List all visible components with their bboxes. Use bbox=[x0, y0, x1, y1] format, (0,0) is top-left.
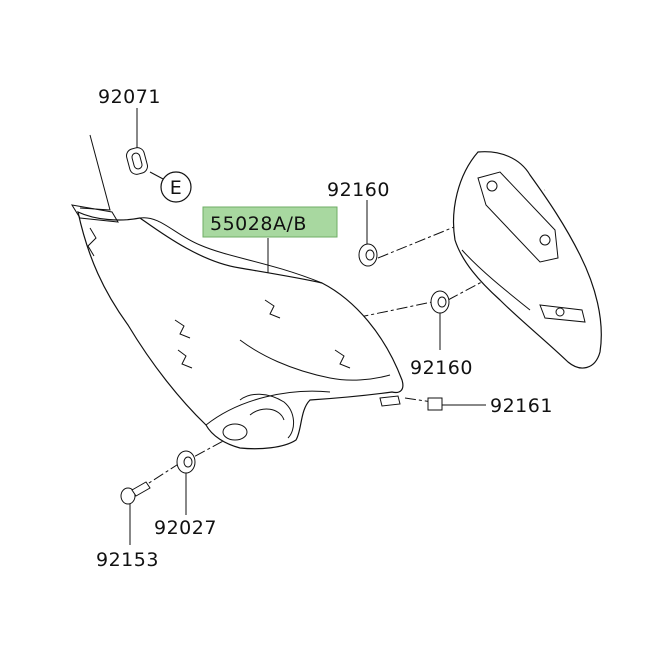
label-55028ab: 55028A/B bbox=[210, 213, 307, 235]
cowl-clip-right bbox=[334, 349, 351, 369]
callouts: 92071 E 55028A/B 92160 92160 92161 92027… bbox=[96, 86, 553, 571]
bracket-hole-2 bbox=[539, 234, 551, 246]
cowl-clip-mid-2 bbox=[177, 349, 193, 369]
label-e-ref: E bbox=[170, 177, 183, 199]
bracket-slot-tab bbox=[539, 304, 586, 323]
bracket-plate bbox=[477, 171, 559, 263]
cowl-inner-panel bbox=[239, 339, 391, 381]
bracket-hole-1 bbox=[486, 180, 498, 192]
cowl-lower-edge bbox=[205, 390, 331, 426]
screw-92153 bbox=[120, 481, 151, 505]
bracket-lower-edge bbox=[461, 249, 531, 311]
grommet-92071 bbox=[126, 147, 148, 175]
cowl-grommet-hole bbox=[222, 423, 248, 441]
cowl-clip-left bbox=[87, 227, 97, 257]
leader-lines bbox=[79, 108, 486, 545]
washer-92160-bottom bbox=[430, 290, 450, 314]
leader-e-ref bbox=[149, 171, 166, 181]
cowl-tab bbox=[379, 395, 401, 407]
washer-92027 bbox=[176, 450, 196, 474]
label-92153: 92153 bbox=[96, 549, 159, 571]
cowl-top-edge bbox=[139, 217, 323, 284]
label-92160-top: 92160 bbox=[327, 179, 390, 201]
align-line-cowl-92160 bbox=[239, 301, 433, 343]
clip-92161 bbox=[427, 397, 443, 411]
bracket-outline bbox=[452, 151, 602, 369]
e-ref-circle bbox=[160, 171, 192, 203]
bracket-slot-hole bbox=[555, 307, 565, 317]
cowl-lower-recess bbox=[239, 393, 294, 439]
label-92160-bottom: 92160 bbox=[410, 357, 473, 379]
leader-92071-to-cowl bbox=[79, 134, 111, 211]
cowl-top-tab bbox=[70, 204, 119, 223]
label-92027: 92027 bbox=[154, 517, 217, 539]
cowl-clip-upper bbox=[264, 299, 281, 319]
label-92071: 92071 bbox=[98, 86, 161, 108]
cowl-outline bbox=[77, 210, 404, 450]
fasteners bbox=[120, 147, 450, 505]
inner-cowl-bracket bbox=[452, 151, 602, 369]
cowl-recess-inner bbox=[249, 408, 285, 421]
label-92161: 92161 bbox=[490, 395, 553, 417]
main-part-highlight bbox=[202, 206, 338, 238]
washer-92160-top bbox=[358, 243, 378, 267]
cowl-clip-mid bbox=[174, 319, 191, 339]
upper-cowl bbox=[70, 204, 404, 450]
